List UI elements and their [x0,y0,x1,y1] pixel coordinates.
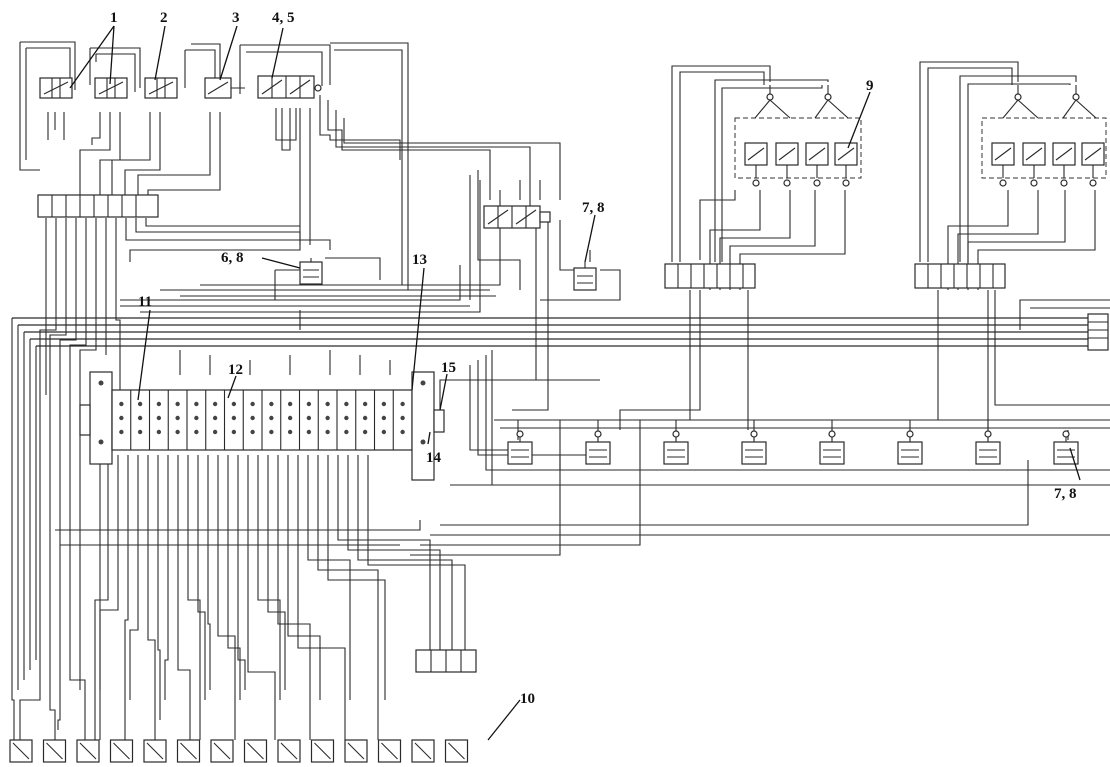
solenoid-valve-2 [144,77,178,99]
valve-group-9-right [981,85,1107,187]
terminal-block-segment [242,390,255,450]
terminal-block-segment [130,390,143,450]
callout-9: 9 [866,78,874,94]
terminal-block-segment [148,390,162,450]
air-cylinder [975,430,1001,465]
solenoid-valve-1b [94,77,128,99]
callout-6-8: 6, 8 [221,250,244,266]
callout-14: 14 [426,450,442,466]
bottom-terminal [210,739,234,763]
bottom-terminal [176,739,201,763]
air-cylinder [741,430,767,465]
valve-4-5 [257,75,322,99]
air-cylinder [897,430,923,465]
valve-group-9-left [734,85,862,187]
air-cylinder [585,430,611,465]
air-cylinder [663,430,689,465]
callout-10: 10 [520,691,535,707]
terminal-block-segment [261,390,274,450]
terminal-block-segment [317,390,330,450]
bottom-terminal [377,739,402,763]
bottom-terminal [444,739,469,763]
terminal-block-segment [205,390,218,450]
main-valve-terminal [79,371,445,481]
bottom-terminal [143,739,167,763]
bottom-terminal [277,739,301,763]
callout-2: 2 [160,10,168,26]
terminal-block-segment [298,390,312,450]
manifold-block-right-1 [664,263,756,289]
bottom-terminal [42,739,67,763]
terminal-block-segment [223,390,237,450]
air-cylinder [507,430,533,465]
air-cylinder [819,430,845,465]
valve-bank-middle [483,205,551,229]
terminal-block-segment [186,390,199,450]
air-cylinder [1053,430,1079,465]
terminal-block-segment [167,390,180,450]
cylinder-row-7-8 [507,430,1079,465]
callout-labels: 1 2 3 4, 5 9 7, 8 6, 8 13 11 12 15 14 7,… [110,10,1077,707]
bottom-terminal [411,739,435,763]
terminal-block-segment [111,390,124,450]
cylinder-6-8 [299,258,323,285]
terminal-block-segments [111,390,405,450]
leader-lines [69,25,1081,741]
callout-13: 13 [412,252,427,268]
piping-network [11,41,1110,740]
terminal-block-segment [373,390,387,450]
bottom-terminal [310,739,335,763]
bottom-terminal [76,739,100,763]
terminal-block-segment [355,390,368,450]
bottom-terminal [9,739,33,763]
callout-3: 3 [232,10,240,26]
manifold-block-top-left [37,194,159,218]
terminal-block-segment [392,390,405,450]
solenoid-valve-1a [39,77,73,99]
manifold-block-bottom [415,649,477,673]
callout-11: 11 [138,294,152,310]
bottom-terminal-row-10 [9,739,469,763]
manifold-block-right-2 [914,263,1006,289]
callout-7-8-bottom: 7, 8 [1054,486,1077,502]
bottom-terminal [344,739,368,763]
callout-15: 15 [441,360,456,376]
cylinder-7-8-top [573,262,597,291]
bottom-terminal [109,739,134,763]
callout-4-5: 4, 5 [272,10,295,26]
manual-valve-3 [204,77,245,99]
terminal-block-segment [336,390,349,450]
callout-1: 1 [110,10,118,26]
right-edge-connector [1087,313,1109,351]
callout-12: 12 [228,362,243,378]
terminal-block-segment [280,390,293,450]
bottom-terminal [243,739,268,763]
callout-7-8-top: 7, 8 [582,200,605,216]
